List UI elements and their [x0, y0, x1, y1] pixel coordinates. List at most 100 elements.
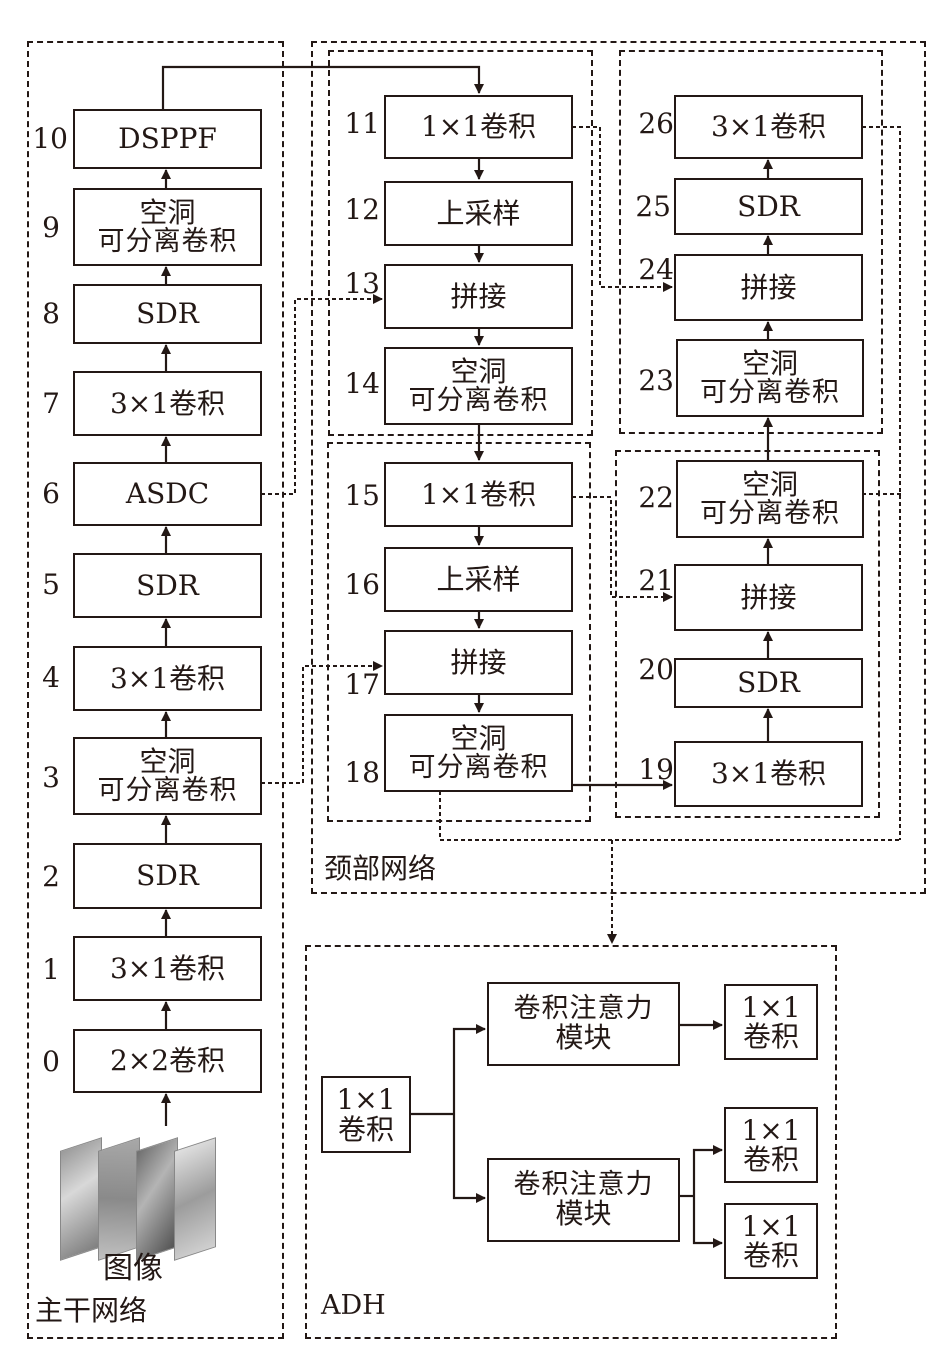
layer-index: 3	[42, 761, 60, 794]
layer-box-sdr: SDR	[674, 658, 863, 708]
layer-label: 上采样	[436, 562, 521, 596]
output-conv1x1: 1×1 卷积	[724, 1107, 818, 1183]
layer-label: 3×1卷积	[109, 386, 226, 420]
layer-index: 20	[638, 653, 674, 686]
layer-index: 13	[344, 267, 380, 300]
block-label: 1×1	[741, 1209, 801, 1243]
layer-index: 23	[638, 364, 674, 397]
layer-box-conv3x1: 3×1卷积	[674, 95, 863, 159]
layer-label: 拼接	[450, 645, 507, 679]
layer-box-conv2x2: 2×2卷积	[73, 1029, 262, 1093]
layer-box-conv3x1: 3×1卷积	[73, 936, 262, 1001]
layer-box-upsample: 上采样	[384, 547, 573, 612]
output-conv1x1: 1×1 卷积	[724, 1203, 818, 1279]
layer-index: 1	[42, 953, 60, 986]
layer-index: 8	[42, 297, 60, 330]
block-label: 卷积	[742, 1020, 799, 1053]
block-label: 1×1	[336, 1083, 396, 1117]
block-label: 1×1	[741, 1113, 801, 1147]
layer-index: 17	[344, 668, 380, 701]
layer-box-conv3x1: 3×1卷积	[73, 371, 262, 436]
layer-label: 可分离卷积	[97, 225, 238, 257]
layer-label: SDR	[136, 568, 199, 602]
layer-box-sdr: SDR	[73, 553, 262, 618]
layer-label: SDR	[737, 189, 800, 223]
layer-label: 3×1卷积	[109, 951, 226, 985]
input-image-thumbnail	[174, 1137, 216, 1261]
layer-box-sdr: SDR	[73, 843, 262, 909]
layer-label: 可分离卷积	[700, 376, 840, 408]
layer-box-conv3x1: 3×1卷积	[674, 741, 863, 807]
layer-box-conv3x1: 3×1卷积	[73, 646, 262, 711]
layer-label: 拼接	[450, 279, 507, 313]
layer-index: 9	[42, 211, 60, 244]
layer-box-concat: 拼接	[384, 264, 573, 329]
layer-index: 2	[42, 860, 60, 893]
attention-module-box: 卷积注意力 模块	[487, 982, 680, 1066]
layer-label: 拼接	[740, 270, 797, 304]
layer-box-atrous-sep-conv: 空洞 可分离卷积	[73, 188, 262, 266]
layer-box-concat: 拼接	[384, 630, 573, 695]
layer-box-upsample: 上采样	[384, 181, 573, 246]
layer-index: 7	[42, 387, 60, 420]
input-images	[60, 1126, 220, 1261]
layer-index: 5	[42, 568, 60, 601]
input-label: 图像	[103, 1251, 163, 1286]
attention-module-box: 卷积注意力 模块	[487, 1158, 680, 1242]
backbone-label: 主干网络	[35, 1294, 148, 1327]
layer-index: 11	[344, 107, 380, 140]
layer-index: 6	[42, 477, 60, 510]
layer-index: 21	[638, 564, 674, 597]
block-label: 卷积	[742, 1143, 799, 1176]
layer-label: 可分离卷积	[700, 497, 840, 529]
head-region	[305, 945, 837, 1339]
output-conv1x1: 1×1 卷积	[724, 984, 818, 1060]
layer-label: 空洞	[450, 722, 507, 756]
layer-label: ASDC	[125, 477, 210, 511]
layer-box-sdr: SDR	[674, 178, 863, 235]
head-input-conv1x1: 1×1 卷积	[321, 1076, 411, 1153]
layer-box-atrous-sep-conv: 空洞 可分离卷积	[676, 339, 864, 417]
layer-label: 空洞	[139, 745, 196, 779]
block-label: 卷积	[337, 1112, 394, 1146]
layer-label: 3×1卷积	[710, 110, 827, 144]
layer-label: 2×2卷积	[109, 1044, 226, 1078]
layer-box-sdr: SDR	[73, 284, 262, 344]
layer-label: 3×1卷积	[710, 757, 827, 791]
layer-box-atrous-sep-conv: 空洞 可分离卷积	[73, 737, 262, 815]
layer-index: 18	[344, 756, 380, 789]
block-label: 卷积注意力	[513, 993, 654, 1025]
block-label: 模块	[555, 1021, 612, 1055]
block-label: 1×1	[741, 990, 801, 1024]
layer-index: 10	[32, 122, 68, 155]
layer-index: 24	[638, 253, 674, 286]
layer-index: 15	[344, 479, 380, 512]
layer-index: 26	[638, 107, 674, 140]
layer-index: 16	[344, 568, 380, 601]
layer-box-atrous-sep-conv: 空洞 可分离卷积	[384, 714, 573, 792]
layer-label: 1×1卷积	[420, 110, 537, 144]
block-label: 卷积	[742, 1239, 799, 1272]
layer-label: 可分离卷积	[97, 774, 238, 806]
layer-label: 空洞	[139, 196, 196, 230]
layer-index: 0	[42, 1045, 60, 1078]
layer-label: 空洞	[450, 355, 507, 389]
layer-box-asdc: ASDC	[73, 462, 262, 526]
neck-label: 颈部网络	[324, 852, 437, 885]
layer-box-concat: 拼接	[674, 254, 863, 321]
layer-label: SDR	[136, 859, 199, 893]
layer-box-conv1x1: 1×1卷积	[384, 462, 573, 527]
head-label: ADH	[321, 1290, 386, 1321]
input-image-thumbnail	[60, 1137, 102, 1261]
layer-label: 可分离卷积	[408, 384, 549, 416]
layer-label: DSPPF	[118, 122, 217, 156]
layer-label: 1×1卷积	[420, 477, 537, 511]
layer-box-dsppf: DSPPF	[73, 109, 262, 169]
layer-label: SDR	[136, 297, 199, 331]
layer-label: 拼接	[740, 580, 797, 614]
layer-box-atrous-sep-conv: 空洞 可分离卷积	[384, 347, 573, 425]
block-label: 卷积注意力	[513, 1169, 654, 1201]
layer-box-concat: 拼接	[674, 564, 863, 631]
layer-box-atrous-sep-conv: 空洞 可分离卷积	[676, 460, 864, 538]
layer-label: SDR	[737, 666, 800, 700]
